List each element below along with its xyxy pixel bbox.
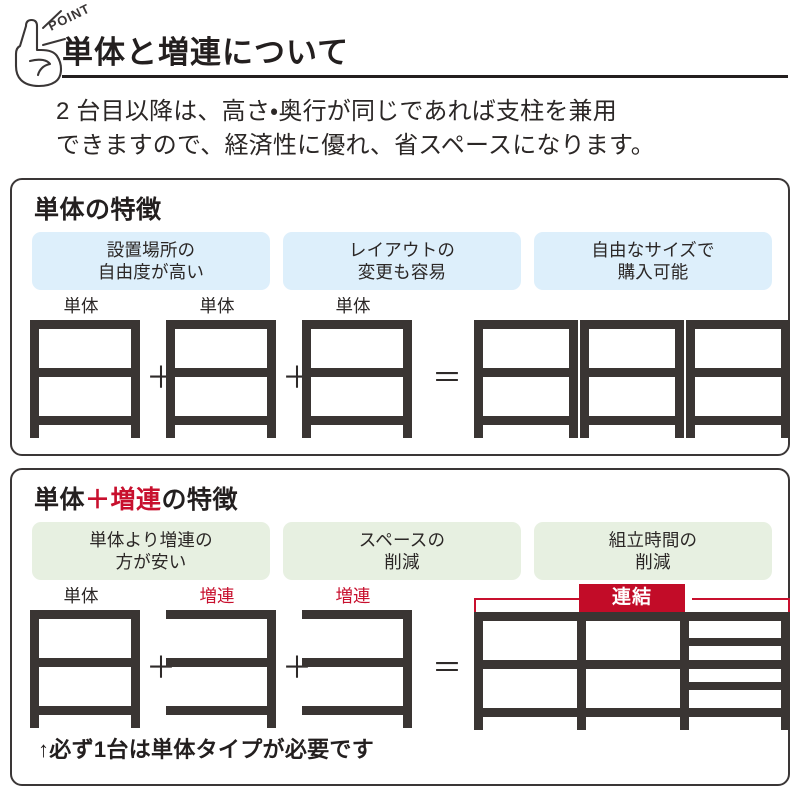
link-bracket-right [692,598,790,600]
feature-pill: スペースの 削減 [283,522,521,580]
shelf-result-standalone [474,320,578,438]
panel-linked-title-part1: 単体 [34,486,86,514]
panel-linked-title-part2: の特徴 [161,486,239,514]
shelf-unit-addon [302,610,412,728]
panel-linked-title: 単体＋増連の特徴 [34,480,238,516]
shelf-unit-standalone [166,320,276,438]
shelf-result-standalone [580,320,684,438]
shelf-unit-standalone [30,610,140,728]
panel-single-title: 単体の特徴 [34,196,162,224]
title-row: 単体と増連について [62,35,788,79]
link-bracket-left [474,598,586,600]
pointing-hand-point-icon: POINT [8,1,104,96]
title-underline [62,75,788,79]
feature-pill: 組立時間の 削減 [534,522,772,580]
unit-caption: 単体 [63,586,99,606]
page-title: 単体と増連について [62,35,350,70]
feature-pill: レイアウトの 変更も容易 [283,232,521,290]
shelf-unit-addon [166,610,276,728]
operator-equals: ＝ [432,652,462,685]
unit-caption: 単体 [199,296,235,316]
panel-single-pill-row: 設置場所の 自由度が高い レイアウトの 変更も容易 自由なサイズで 購入可能 [32,232,772,290]
feature-pill: 単体より増連の 方が安い [32,522,270,580]
shelf-result-linked [474,612,790,730]
link-bracket-left-tick [474,598,476,612]
link-bracket-right-tick [788,598,790,612]
unit-caption: 単体 [63,296,99,316]
panel-linked-title-accent: ＋増連 [85,486,162,514]
shelf-unit-standalone [30,320,140,438]
shelf-result-standalone [686,320,790,438]
panel-single-diagram: 単体 単体 単体 ＋ ＋ [12,296,792,446]
required-standalone-note: ↑必ず1台は単体タイプが必要です [38,737,375,762]
panel-linked-diagram: 単体 増連 増連 ＋ ＋ [12,584,792,780]
panel-linked-features: 単体＋増連の特徴 単体より増連の 方が安い スペースの 削減 組立時間の 削減 … [10,468,790,786]
feature-pill: 設置場所の 自由度が高い [32,232,270,290]
panel-linked-pill-row: 単体より増連の 方が安い スペースの 削減 組立時間の 削減 [32,522,772,580]
panel-single-features: 単体の特徴 設置場所の 自由度が高い レイアウトの 変更も容易 自由なサイズで … [10,178,790,456]
linked-badge: 連結 [579,584,685,612]
operator-equals: ＝ [432,362,462,395]
intro-paragraph: 2 台目以降は、高さ・奥行が同じであれば支柱を兼用 できますので、経済性に優れ、… [56,98,655,160]
unit-caption-addon: 増連 [335,586,371,606]
feature-pill: 自由なサイズで 購入可能 [534,232,772,290]
unit-caption-addon: 増連 [199,586,235,606]
point-badge-label: POINT [46,4,93,34]
shelf-unit-standalone [302,320,412,438]
unit-caption: 単体 [335,296,371,316]
